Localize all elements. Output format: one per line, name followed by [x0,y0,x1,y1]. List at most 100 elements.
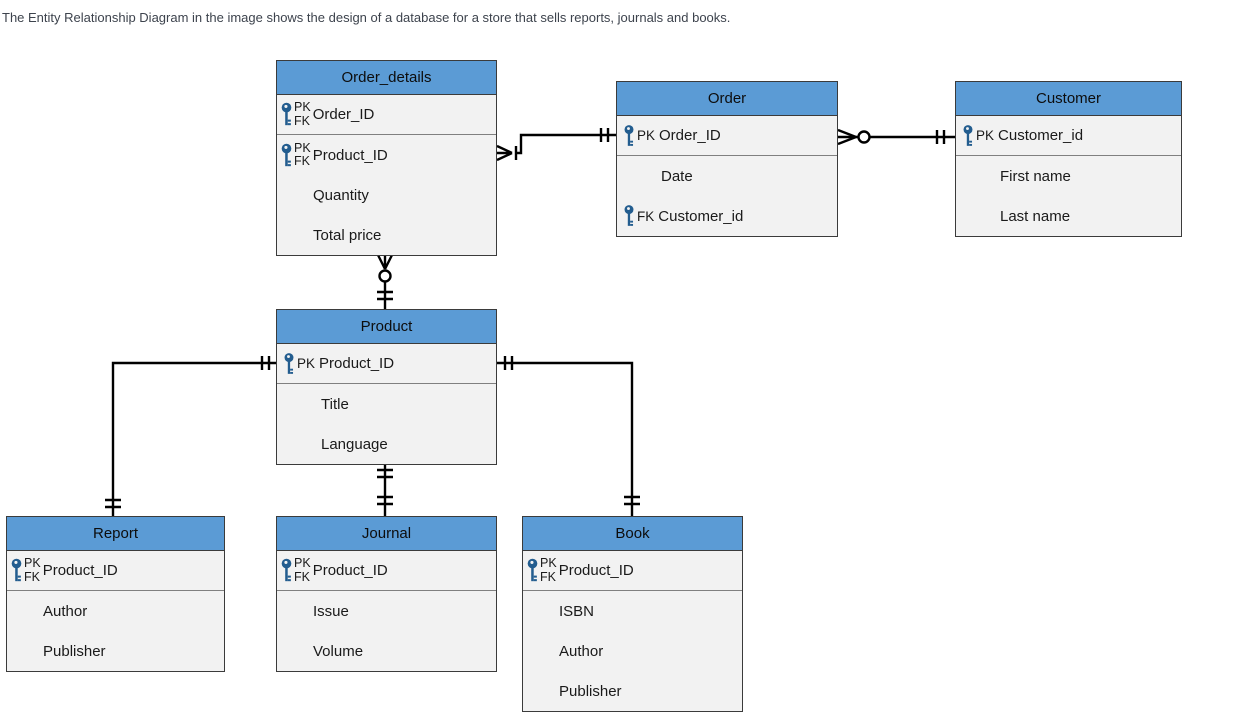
pk-tag: PK [637,128,656,143]
exactly-one-icon [377,495,393,506]
entity-title: Journal [277,517,496,551]
field-label: Product_ID [558,562,634,579]
key-icon [284,352,294,374]
exactly-one-icon [260,356,271,370]
crow-foot-many-icon [496,144,513,162]
field-row: FK Customer_id [617,196,837,236]
field-label: Customer_id [998,127,1084,144]
field-row: First name [956,156,1181,196]
field-row: Total price [277,215,496,255]
field-row: Language [277,424,496,464]
field-label: Order_ID [312,106,375,123]
field-label: Quantity [313,186,369,204]
field-label: Product_ID [42,562,118,579]
connector-orderdetails-order [496,128,616,162]
connector-order-customer [837,128,955,146]
fk-tag: FK [637,208,655,224]
field-row: Title [277,384,496,424]
field-row: Author [7,591,224,631]
field-row: Date [617,156,837,196]
field-label: Order_ID [659,127,721,144]
field-row: Issue [277,591,496,631]
exactly-one-icon [503,356,514,370]
field-label: Product_ID [319,355,395,372]
diagram-caption: The Entity Relationship Diagram in the i… [2,10,731,25]
field-row: PK FK Order_ID [277,95,496,135]
key-tags: PK FK [24,556,41,584]
crow-foot-many-icon [837,128,857,146]
fk-tag: FK [294,113,310,128]
field-label: Author [559,642,604,660]
zero-circle-icon [378,269,392,283]
entity-customer: Customer PK Customer_id First name Last … [955,81,1182,237]
entity-title: Report [7,517,224,551]
entity-order: Order PK Order_ID Date FK Customer_id [616,81,838,237]
entity-title: Order_details [277,61,496,95]
pk-tag: PK [294,100,311,114]
key-tags: PK FK [540,556,557,584]
exactly-one-icon [377,468,393,479]
zero-circle-icon [857,130,871,144]
pk-tag: PK [294,556,311,570]
field-row: PK Customer_id [956,116,1181,156]
connector-orderdetails-product [376,254,394,309]
key-icon [11,558,22,582]
field-label: Last name [1000,207,1071,225]
field-row: Volume [277,631,496,671]
key-icon [281,558,292,582]
connector-product-book [497,356,640,516]
field-label: Customer_id [658,207,744,225]
key-icon [281,143,292,166]
fk-tag: FK [294,569,310,584]
entity-title: Customer [956,82,1181,116]
key-icon [624,205,634,226]
field-row: PK Product_ID [277,344,496,384]
field-row: Publisher [523,671,742,711]
field-label: Volume [313,642,364,660]
key-tags: PK FK [294,556,311,584]
field-label: Product_ID [312,146,388,164]
field-row: PK FK Product_ID [7,551,224,591]
entity-product: Product PK Product_ID Title Language [276,309,497,465]
key-icon [624,124,634,146]
key-tags: PK FK [294,140,311,169]
pk-tag: PK [24,556,41,570]
field-row: Author [523,631,742,671]
entity-title: Book [523,517,742,551]
exactly-one-icon [599,128,610,142]
entity-report: Report PK FK Product_ID Author Publisher [6,516,225,672]
field-label: ISBN [559,602,595,620]
entity-book: Book PK FK Product_ID ISBN Author Publis… [522,516,743,712]
field-row: PK FK Product_ID [523,551,742,591]
pk-tag: PK [294,140,311,155]
field-label: First name [1000,167,1071,185]
exactly-one-icon [105,498,121,509]
fk-tag: FK [540,569,556,584]
field-label: Publisher [559,682,622,700]
entity-title: Order [617,82,837,116]
key-tags: PK FK [294,100,311,128]
field-row: Last name [956,196,1181,236]
entity-order-details: Order_details PK FK Order_ID PK FK [276,60,497,256]
field-row: PK FK Product_ID [277,551,496,591]
field-label: Publisher [43,642,106,660]
key-icon [527,558,538,582]
pk-tag: PK [976,128,995,143]
fk-tag: FK [294,154,310,168]
connector-product-report [105,356,276,516]
field-row: Quantity [277,175,496,215]
field-label: Product_ID [312,562,388,579]
fk-tag: FK [24,569,40,584]
field-label: Author [43,602,88,620]
field-label: Title [321,395,349,413]
field-row: ISBN [523,591,742,631]
entity-title: Product [277,310,496,344]
key-icon [963,124,973,146]
connector-product-journal [377,462,393,516]
pk-tag: PK [297,356,316,371]
field-row: Publisher [7,631,224,671]
crow-foot-many-icon [376,254,394,270]
field-label: Date [661,167,693,185]
